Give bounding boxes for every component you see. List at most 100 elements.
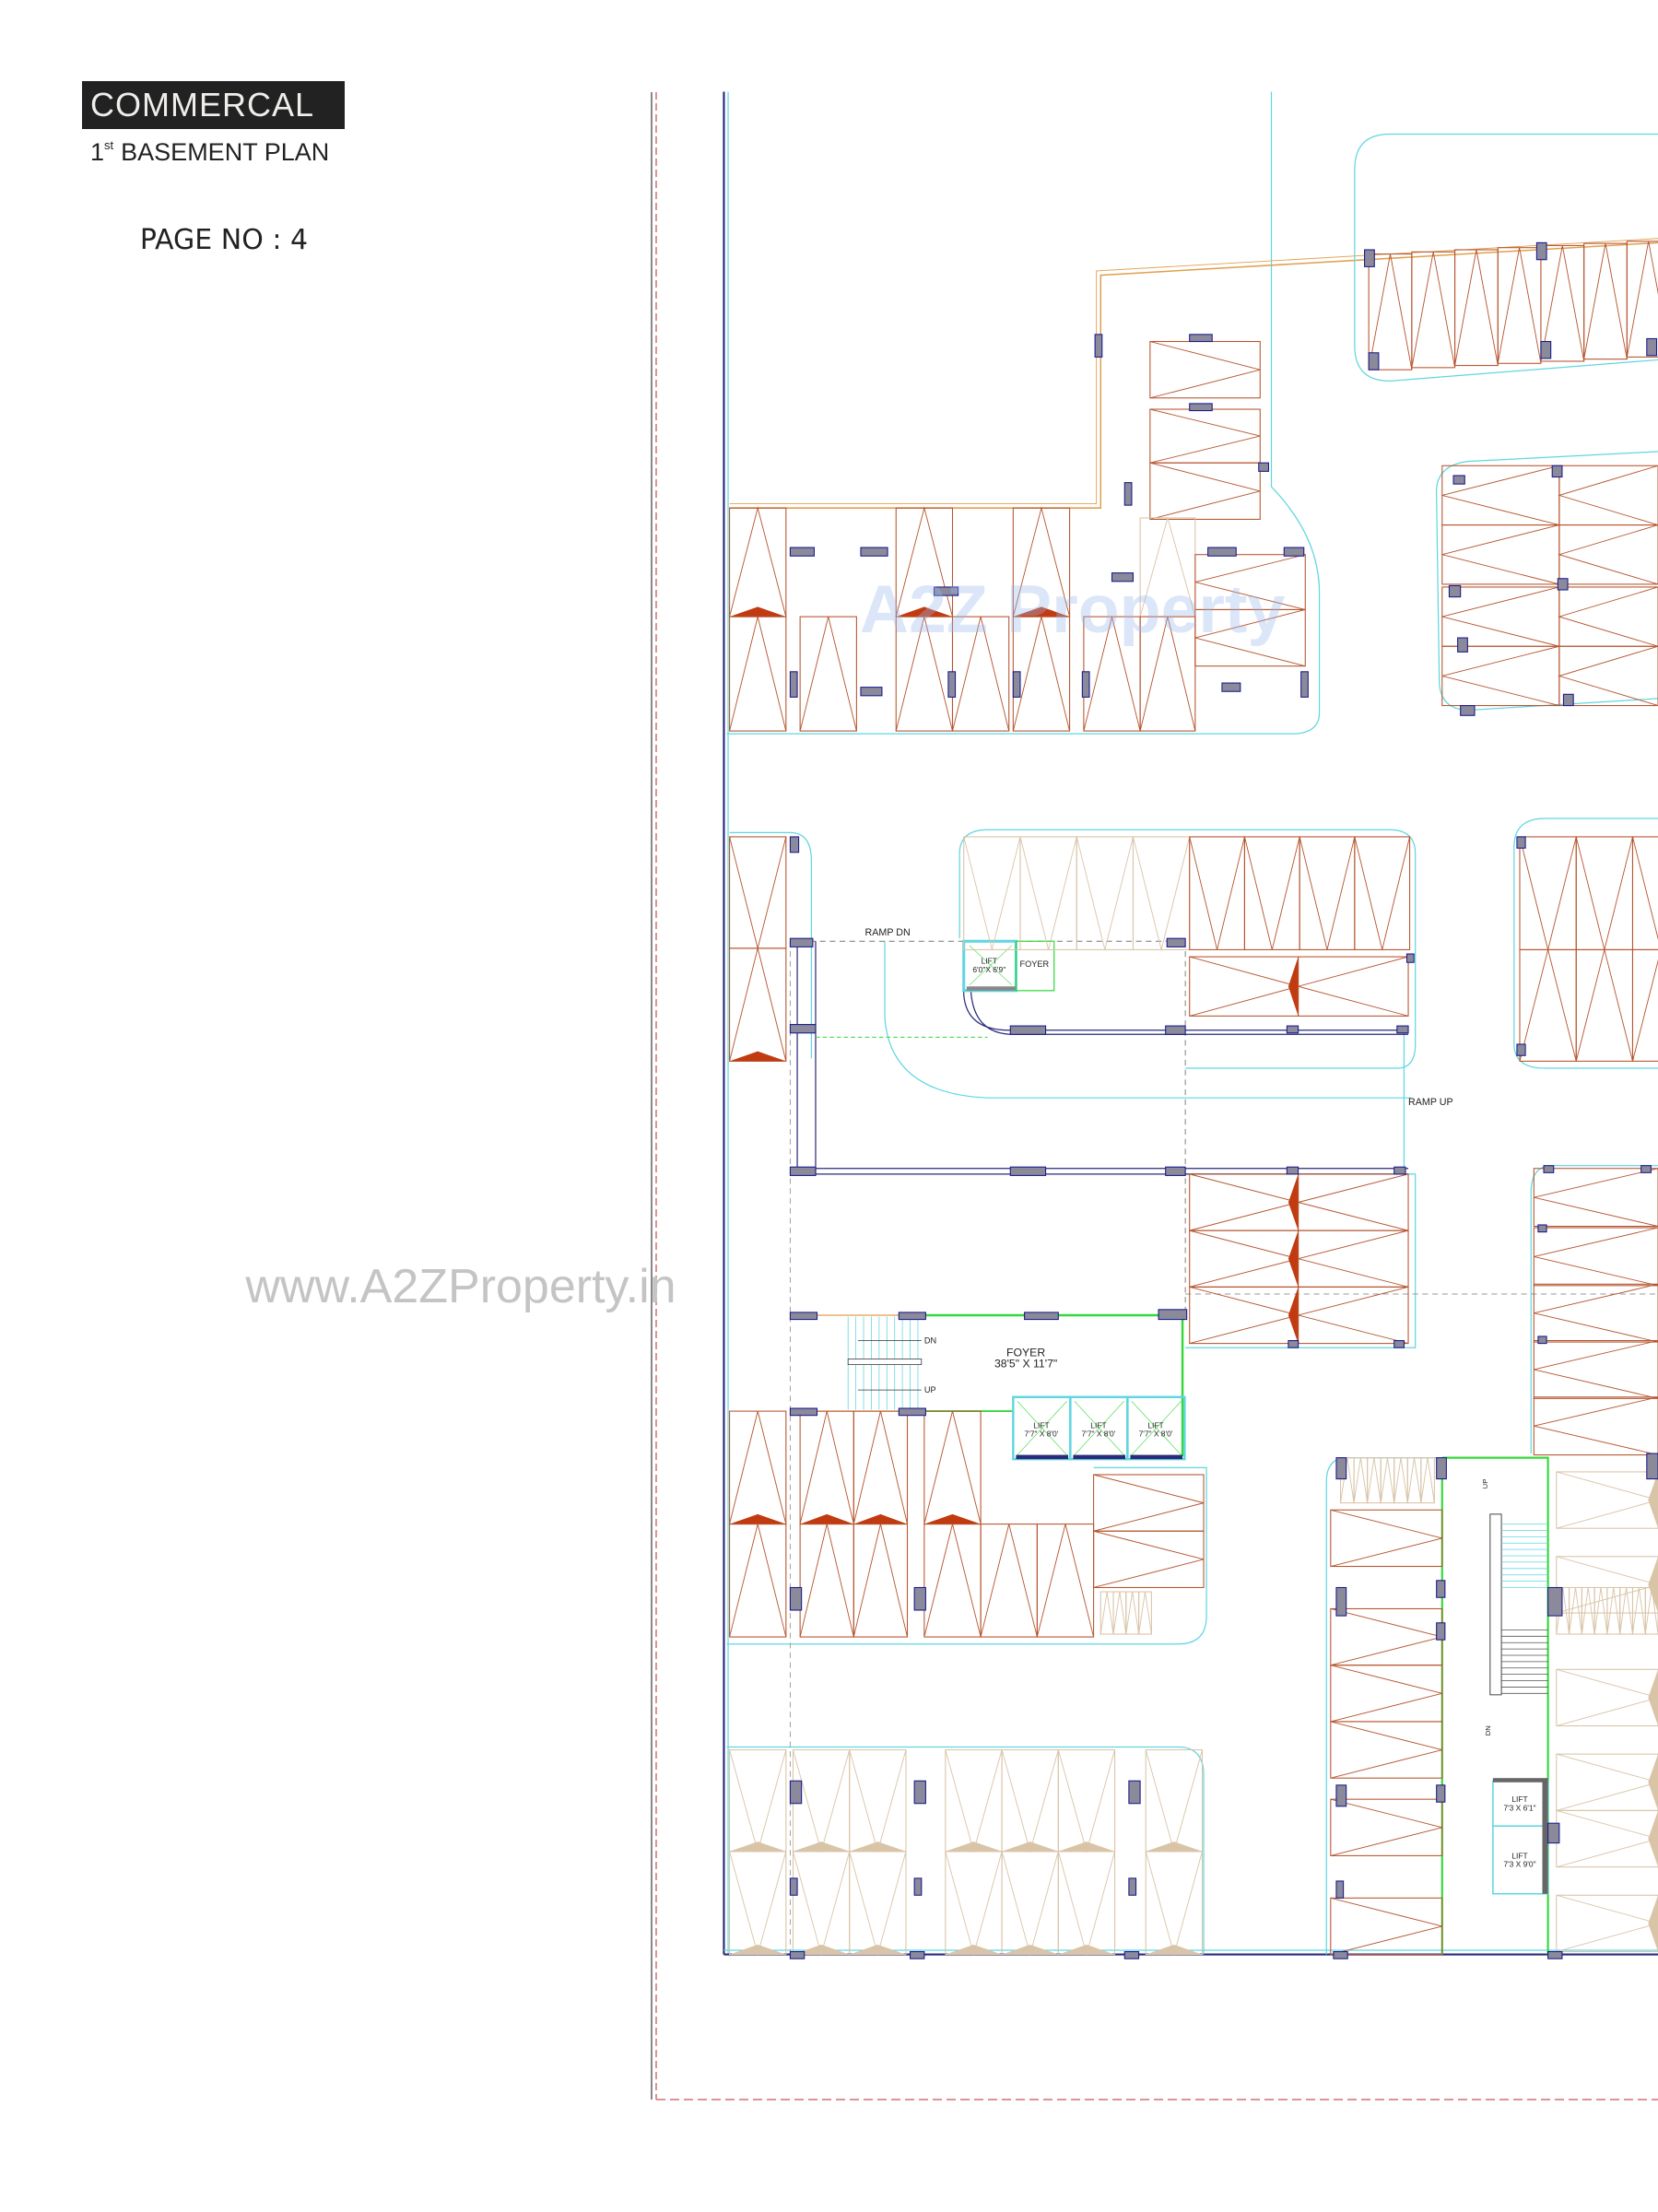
column (789, 1024, 817, 1034)
column (913, 1586, 926, 1611)
parking-stall (1497, 247, 1542, 364)
stall-marker (1648, 1754, 1658, 1811)
column (1562, 693, 1574, 707)
parking-stall (1132, 836, 1191, 950)
ramp-dn-label: RAMP DN (865, 927, 911, 938)
parking-stall (1593, 1586, 1608, 1635)
stall-marker (729, 1944, 786, 1955)
lift-door-wall (1073, 1454, 1126, 1460)
parking-stall (1330, 1721, 1443, 1779)
stair-core-wall (1489, 1513, 1502, 1696)
parking-stall (1093, 1530, 1205, 1589)
lift-core-1-label: LIFT (1511, 1794, 1527, 1804)
parking-stall (1533, 1396, 1658, 1456)
column (789, 1166, 817, 1176)
column (789, 836, 800, 853)
parking-stall (1575, 948, 1634, 1062)
column (1335, 1784, 1347, 1807)
column (1364, 249, 1375, 267)
parking-stall (1001, 1851, 1059, 1957)
column (1640, 1165, 1652, 1173)
column (1537, 1224, 1547, 1233)
column (1158, 1309, 1188, 1321)
column (1123, 1950, 1140, 1959)
stall-marker (1648, 1810, 1658, 1867)
lift-cross (1131, 1401, 1182, 1455)
parking-stall (1112, 1591, 1127, 1635)
column (1111, 572, 1135, 582)
column (1288, 1340, 1299, 1348)
column (913, 1780, 926, 1805)
column (789, 1950, 805, 1959)
parking-stall (1298, 1230, 1409, 1288)
column (1128, 1780, 1141, 1805)
column (860, 687, 883, 697)
parking-stall (980, 1524, 1038, 1638)
watermark-logo: A2Z Property (860, 571, 1286, 647)
column (789, 547, 815, 557)
column (789, 1780, 803, 1805)
column (1547, 1822, 1560, 1844)
orange-boundary-inner (729, 238, 1658, 505)
column (1543, 1165, 1555, 1173)
stall-marker (849, 1841, 906, 1852)
parking-stall (1575, 836, 1634, 950)
parking-stall (1583, 242, 1628, 360)
column (1094, 334, 1103, 358)
column (1436, 1457, 1447, 1480)
parking-stall (849, 1749, 907, 1853)
cyan-island-9 (726, 1466, 1207, 1645)
parking-stall (1099, 1591, 1114, 1635)
lift-core-2-label: LIFT (1511, 1851, 1527, 1860)
core-dn-label: DN (1484, 1725, 1492, 1735)
parking-stall (1019, 836, 1077, 950)
parking-stall (1556, 1471, 1658, 1529)
parking-stall (1139, 616, 1196, 732)
parking-stall (729, 947, 787, 1062)
column (1283, 547, 1305, 557)
stall-marker (945, 1944, 1003, 1955)
column (1436, 1580, 1446, 1598)
column (789, 1407, 818, 1417)
parking-stall (1036, 1524, 1095, 1638)
stall-marker (1146, 1944, 1203, 1955)
column (1189, 334, 1213, 343)
column (789, 1877, 798, 1896)
lift-small-size: 6'0"X 6'9" (972, 965, 1005, 974)
parking-stall (1189, 1173, 1300, 1231)
parking-stall (1057, 1851, 1116, 1957)
stall-marker (1146, 1841, 1203, 1852)
parking-stall (1519, 836, 1577, 950)
stair-foyer (847, 1316, 923, 1410)
orange-boundary (729, 241, 1658, 509)
parking-stall (1441, 645, 1560, 707)
parking-stall (729, 1410, 787, 1525)
lift-small-label: LIFT (982, 957, 997, 966)
parking-stall (729, 616, 787, 732)
parking-stall (923, 1524, 982, 1638)
basement-plan: RAMP DN RAMP UP LIFT 6'0"X 6'9" FOYER DN… (723, 91, 1658, 1959)
lift-door-wall (1016, 1454, 1069, 1460)
lift-size: 7'7" X 8'0' (1025, 1430, 1059, 1439)
parking-stall (729, 1749, 787, 1853)
stall-marker (793, 1944, 850, 1955)
column (1436, 1784, 1446, 1803)
parking-stall (792, 1851, 851, 1957)
column (860, 547, 888, 557)
column (789, 937, 814, 947)
column (1300, 671, 1309, 698)
parking-stall (1145, 1851, 1204, 1957)
column (1540, 340, 1552, 359)
column (1516, 1043, 1526, 1056)
stall-marker (800, 1513, 854, 1524)
column (898, 1407, 926, 1417)
parking-stall (1533, 1283, 1658, 1343)
parking-stall (1441, 524, 1560, 585)
parking-stall (1556, 1894, 1658, 1953)
parking-stall (1411, 251, 1456, 369)
parking-stall (963, 836, 1021, 950)
cyan-island-4 (729, 831, 812, 1059)
stall-marker (1002, 1841, 1059, 1852)
parking-stall (945, 1851, 1003, 1957)
